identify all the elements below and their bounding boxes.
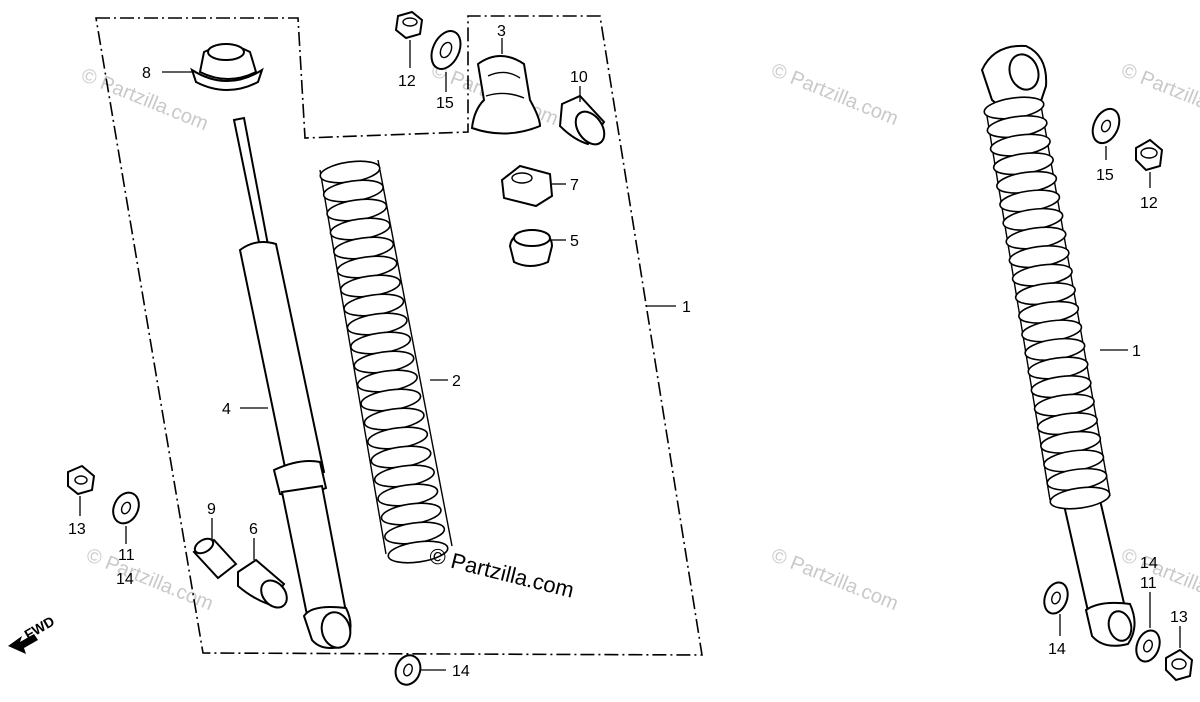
callout-14: 14: [1048, 641, 1066, 658]
leader-lines: [79, 38, 1181, 671]
watermark: © Partzilla.com: [768, 59, 901, 130]
part-14-washer-right: [1043, 581, 1069, 615]
fwd-label: FWD: [22, 613, 58, 643]
part-11-washer-right: [1135, 629, 1161, 663]
part-5-stop: [508, 228, 554, 267]
part-4-damper: [232, 116, 352, 649]
part-13-nut: [67, 464, 96, 496]
callout-12: 12: [398, 73, 416, 90]
callout-1: 1: [682, 299, 691, 316]
callout-14: 14: [116, 571, 134, 588]
callout-12: 12: [1140, 195, 1158, 212]
part-9-sleeve: [192, 537, 238, 580]
part-6-collar: [237, 558, 288, 609]
callout-8: 8: [142, 65, 151, 82]
part-3-boot: [470, 55, 542, 135]
part-13-nut-right: [1165, 648, 1194, 682]
arrow-left-down-icon: [8, 634, 38, 654]
part-15-washer: [430, 30, 462, 70]
callout-14: 14: [452, 663, 470, 680]
callout-10: 10: [570, 69, 588, 86]
callout-5: 5: [570, 233, 579, 250]
callout-15: 15: [436, 95, 454, 112]
part-12-nut-right: [1135, 138, 1164, 172]
assembly-frame: [95, 15, 703, 656]
callout-13: 13: [68, 521, 86, 538]
callout-labels-right: 1 15 12 14 14 11 13: [1048, 167, 1188, 658]
fwd-indicator: FWD: [8, 613, 57, 654]
callout-11: 11: [1140, 575, 1157, 592]
watermark: © Partzilla.com: [1118, 59, 1200, 130]
callout-1: 1: [1132, 343, 1141, 360]
callout-2: 2: [452, 373, 461, 390]
part-12-nut: [394, 10, 424, 40]
spring-coil: [387, 540, 449, 564]
callout-15: 15: [1096, 167, 1114, 184]
watermark: © Partzilla.com: [768, 544, 901, 615]
callout-9: 9: [207, 501, 216, 518]
callout-4: 4: [222, 401, 231, 418]
part-8-bushing: [190, 43, 264, 91]
partzilla-watermark: © Partzilla.com: [427, 543, 577, 603]
part-11-washer: [112, 491, 140, 525]
callout-6: 6: [249, 521, 258, 538]
callout-11: 11: [118, 547, 135, 564]
part-14-washer: [394, 654, 422, 686]
part-10-collar: [558, 94, 606, 146]
part-2-spring: [319, 159, 453, 564]
part-15-washer-right: [1091, 107, 1121, 145]
callout-labels: 8 12 15 3 10 7 5 1 2 4 9 6 13 11 14 14: [68, 23, 691, 680]
callout-14: 14: [1140, 555, 1158, 572]
assembled-shock: [980, 44, 1136, 647]
callout-13: 13: [1170, 609, 1188, 626]
part-7-block: [500, 164, 554, 208]
spring-coil: [1049, 486, 1111, 510]
callout-3: 3: [497, 23, 506, 40]
callout-7: 7: [570, 177, 579, 194]
